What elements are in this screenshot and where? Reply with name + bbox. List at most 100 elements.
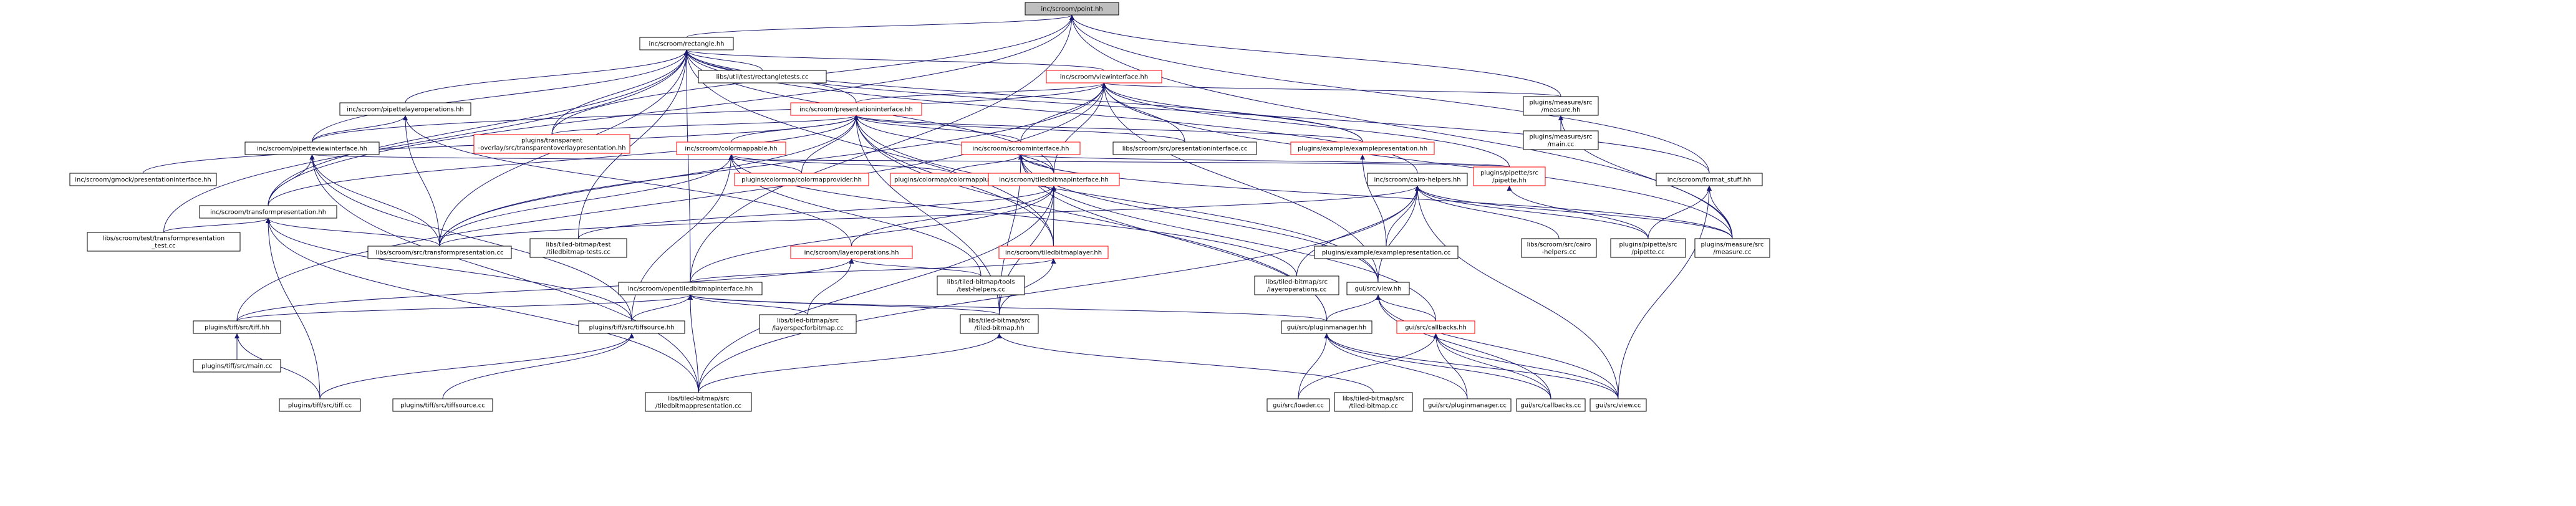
graph-edge	[1102, 82, 1561, 97]
graph-node-box	[790, 102, 922, 116]
graph-edge	[698, 185, 1420, 393]
graph-node-tb-layeroperations-cc[interactable]: libs/tiled-bitmap/src/layeroperations.cc	[1254, 275, 1339, 295]
graph-node-pipettelayerops[interactable]: inc/scroom/pipettelayeroperations.hh	[339, 102, 471, 116]
graph-node-tiff-hh[interactable]: plugins/tiff/src/tiff.hh	[193, 320, 281, 334]
graph-node-label: inc/scroom/cairo-helpers.hh	[1374, 177, 1460, 184]
graph-node-tiledbitmappresentation[interactable]: libs/tiled-bitmap/src/tiledbitmappresent…	[645, 392, 752, 412]
graph-node-loader-cc[interactable]: gui/src/loader.cc	[1266, 398, 1330, 412]
graph-edge	[163, 217, 271, 233]
graph-node-tiledbitmaplayer[interactable]: inc/scroom/tiledbitmaplayer.hh	[998, 246, 1109, 259]
graph-edge	[999, 258, 1056, 315]
graph-node-point[interactable]: inc/scroom/point.hh	[1025, 2, 1119, 16]
graph-node-pipette-hh[interactable]: plugins/pipette/src/pipette.hh	[1473, 166, 1546, 186]
graph-edge	[1377, 185, 1420, 283]
graph-node-layeroperations-hh[interactable]: inc/scroom/layeroperations.hh	[790, 246, 913, 259]
graph-node-test-transformpresentation[interactable]: libs/scroom/test/transformpresentation_t…	[87, 232, 241, 252]
graph-node-label: libs/scroom/test/transformpresentation	[103, 236, 224, 242]
graph-node-viewinterface[interactable]: inc/scroom/viewinterface.hh	[1046, 70, 1162, 84]
graph-node-pluginmanager-hh[interactable]: gui/src/pluginmanager.hh	[1281, 320, 1372, 334]
graph-node-transparent-overlay[interactable]: plugins/transparent-overlay/src/transpar…	[473, 134, 630, 154]
graph-node-tiff-cc[interactable]: plugins/tiff/src/tiff.cc	[279, 398, 361, 412]
graph-node-box	[1290, 141, 1435, 155]
graph-node-transformpresentation-hh[interactable]: inc/scroom/transformpresentation.hh	[199, 205, 337, 219]
graph-node-presentationinterface-cc[interactable]: libs/scroom/src/presentationinterface.cc	[1112, 141, 1257, 155]
graph-node-pipette-cc[interactable]: plugins/pipette/src/pipette.cc	[1610, 238, 1686, 258]
graph-edge	[690, 185, 1056, 283]
graph-node-label: inc/scroom/point.hh	[1041, 6, 1102, 13]
graph-edge	[688, 294, 808, 315]
graph-edge	[698, 185, 1056, 393]
graph-node-label: inc/scroom/viewinterface.hh	[1060, 74, 1148, 81]
graph-node-tiled-bitmap-hh[interactable]: libs/tiled-bitmap/src/tiled-bitmap.hh	[960, 314, 1039, 334]
graph-node-measure-cc[interactable]: plugins/measure/src/measure.cc	[1694, 238, 1770, 258]
graph-node-tiff-main[interactable]: plugins/tiff/src/main.cc	[193, 359, 281, 373]
graph-node-label: gui/src/callbacks.cc	[1520, 403, 1581, 409]
graph-node-label: inc/scroom/scroominterface.hh	[973, 146, 1069, 153]
graph-node-scroominterface[interactable]: inc/scroom/scroominterface.hh	[961, 141, 1081, 155]
graph-node-tools-test-helpers[interactable]: libs/tiled-bitmap/tools/test-helpers.cc	[937, 275, 1025, 295]
graph-node-gmock-presentationinterface[interactable]: inc/scroom/gmock/presentationinterface.h…	[69, 173, 217, 186]
graph-node-label: gui/src/pluginmanager.cc	[1428, 403, 1507, 409]
graph-node-layerspecforbitmap[interactable]: libs/tiled-bitmap/src/layerspecforbitmap…	[759, 314, 857, 334]
graph-node-box	[1423, 398, 1512, 412]
graph-edge	[1018, 154, 1510, 168]
graph-node-box	[529, 238, 627, 258]
graph-edge	[1069, 14, 1561, 97]
graph-edge	[442, 333, 634, 399]
graph-node-callbacks-cc[interactable]: gui/src/callbacks.cc	[1516, 398, 1586, 412]
graph-node-label: inc/scroom/gmock/presentationinterface.h…	[75, 177, 211, 184]
graph-node-label: gui/src/view.hh	[1355, 286, 1402, 293]
graph-node-tiffsource-cc[interactable]: plugins/tiff/src/tiffsource.cc	[392, 398, 493, 412]
graph-node-tiled-bitmap-cc[interactable]: libs/tiled-bitmap/src/tiled-bitmap.cc	[1334, 392, 1413, 412]
graph-edge	[686, 14, 1074, 38]
graph-node-label: /tiled-bitmap.hh	[974, 325, 1024, 332]
graph-edge	[1433, 333, 1551, 399]
graph-node-label: libs/tiled-bitmap/tools	[947, 279, 1015, 286]
graph-node-callbacks-hh[interactable]: gui/src/callbacks.hh	[1396, 320, 1475, 334]
graph-node-box	[1046, 70, 1162, 84]
graph-node-tiledbitmap-tests[interactable]: libs/tiled-bitmap/test/tiledbitmap-tests…	[529, 238, 627, 258]
graph-node-label: inc/scroom/pipetteviewinterface.hh	[257, 146, 367, 153]
graph-node-label: plugins/transparent	[521, 138, 582, 145]
graph-node-pluginmanager-cc[interactable]: gui/src/pluginmanager.cc	[1423, 398, 1512, 412]
graph-node-rectangletests[interactable]: libs/util/test/rectangletests.cc	[698, 70, 827, 84]
graph-edge	[551, 49, 689, 135]
graph-node-tiffsource-hh[interactable]: plugins/tiff/src/tiffsource.hh	[578, 320, 685, 334]
graph-node-box	[1266, 398, 1330, 412]
graph-node-box	[1656, 173, 1763, 186]
graph-node-colormapprovider[interactable]: plugins/colormap/colormapprovider.hh	[734, 173, 869, 186]
graph-node-examplepresentation-hh[interactable]: plugins/example/examplepresentation.hh	[1290, 141, 1435, 155]
graph-node-measure-hh[interactable]: plugins/measure/src/measure.hh	[1523, 96, 1599, 116]
graph-node-measure-main[interactable]: plugins/measure/src/main.cc	[1523, 130, 1599, 150]
graph-node-box	[698, 70, 827, 84]
graph-node-view-hh[interactable]: gui/src/view.hh	[1346, 282, 1410, 295]
graph-node-label: plugins/tiff/src/tiff.cc	[288, 403, 352, 409]
graph-node-opentiledbitmapinterface[interactable]: inc/scroom/opentiledbitmapinterface.hh	[618, 282, 763, 295]
graph-edge	[1376, 294, 1436, 322]
graph-node-box	[790, 246, 913, 259]
graph-node-view-cc[interactable]: gui/src/view.cc	[1589, 398, 1647, 412]
graph-edge	[951, 154, 1023, 174]
graph-node-presentationinterface[interactable]: inc/scroom/presentationinterface.hh	[790, 102, 922, 116]
graph-node-label: libs/scroom/src/transformpresentation.cc	[376, 250, 504, 257]
graph-node-format-stuff[interactable]: inc/scroom/format_stuff.hh	[1656, 173, 1763, 186]
node-layer: inc/scroom/point.hh inc/scroom/rectangle.…	[69, 2, 1770, 412]
graph-edge	[1618, 185, 1712, 399]
graph-node-cairo-helpers-cc[interactable]: libs/scroom/src/cairo-helpers.cc	[1521, 238, 1597, 258]
graph-node-pipetteviewinterface[interactable]: inc/scroom/pipetteviewinterface.hh	[244, 141, 380, 155]
graph-node-exampleexample-cc[interactable]: plugins/example/examplepresentation.cc	[1314, 246, 1459, 259]
graph-node-tiledbitmapinterface[interactable]: inc/scroom/tiledbitmapinterface.hh	[988, 173, 1120, 186]
graph-node-transformpresentation-cc[interactable]: libs/scroom/src/transformpresentation.cc	[367, 246, 512, 259]
graph-node-label: plugins/tiff/src/tiffsource.hh	[589, 325, 674, 332]
graph-node-cairo-helpers[interactable]: inc/scroom/cairo-helpers.hh	[1367, 173, 1468, 186]
graph-edge	[854, 115, 1379, 283]
graph-node-box	[1314, 246, 1459, 259]
graph-node-label: /measure.cc	[1713, 249, 1751, 256]
graph-edge	[312, 115, 408, 143]
graph-node-colormappable[interactable]: inc/scroom/colormappable.hh	[676, 141, 786, 155]
graph-edge	[1326, 294, 1381, 322]
graph-node-rectangle[interactable]: inc/scroom/rectangle.hh	[639, 37, 734, 50]
graph-edge	[1020, 82, 1107, 143]
graph-edge	[996, 333, 1374, 393]
graph-edge	[1376, 294, 1551, 399]
